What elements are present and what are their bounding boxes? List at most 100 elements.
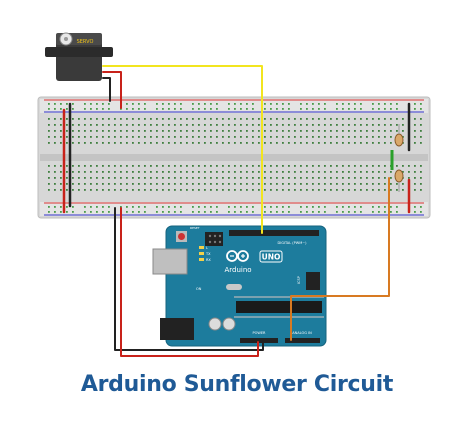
breadboard-hole	[258, 124, 260, 126]
breadboard-hole	[210, 189, 212, 191]
breadboard-hole	[84, 142, 86, 144]
breadboard-hole	[384, 211, 386, 213]
breadboard-hole	[270, 183, 272, 185]
breadboard-hole	[216, 171, 218, 173]
breadboard-hole	[264, 171, 266, 173]
breadboard-hole	[258, 118, 260, 120]
breadboard-hole	[234, 211, 236, 213]
icsp-label: ICSP	[297, 276, 301, 284]
breadboard-hole	[342, 142, 344, 144]
breadboard-hole	[336, 183, 338, 185]
breadboard-hole	[108, 118, 110, 120]
breadboard-hole	[276, 206, 278, 208]
breadboard-hole	[162, 142, 164, 144]
reset-label: RESET	[190, 226, 200, 230]
breadboard-hole	[144, 124, 146, 126]
tx-label: TX	[205, 252, 211, 256]
breadboard-hole	[288, 124, 290, 126]
breadboard-hole	[354, 136, 356, 138]
breadboard-hole	[138, 118, 140, 120]
breadboard-hole	[114, 165, 116, 167]
breadboard-hole	[54, 103, 56, 105]
breadboard-hole	[216, 142, 218, 144]
breadboard-holes	[48, 103, 422, 213]
breadboard-hole	[366, 165, 368, 167]
breadboard-hole	[204, 108, 206, 110]
breadboard-hole	[264, 130, 266, 132]
breadboard-hole	[102, 118, 104, 120]
breadboard-hole	[384, 177, 386, 179]
breadboard-hole	[90, 130, 92, 132]
breadboard-hole	[54, 108, 56, 110]
breadboard-hole	[378, 108, 380, 110]
breadboard-hole	[354, 142, 356, 144]
breadboard-hole	[246, 103, 248, 105]
breadboard-hole	[384, 189, 386, 191]
breadboard-hole	[348, 136, 350, 138]
breadboard-hole	[318, 183, 320, 185]
breadboard-hole	[48, 183, 50, 185]
breadboard-hole	[294, 171, 296, 173]
breadboard-hole	[384, 124, 386, 126]
breadboard-hole	[312, 171, 314, 173]
breadboard-hole	[258, 142, 260, 144]
breadboard-hole	[90, 171, 92, 173]
breadboard-hole	[378, 136, 380, 138]
ldr-top	[394, 133, 404, 147]
breadboard-hole	[264, 103, 266, 105]
breadboard-hole	[174, 211, 176, 213]
breadboard-hole	[414, 211, 416, 213]
breadboard-hole	[66, 183, 68, 185]
breadboard-hole	[306, 211, 308, 213]
breadboard-hole	[102, 108, 104, 110]
breadboard-hole	[294, 142, 296, 144]
breadboard-hole	[174, 206, 176, 208]
breadboard-hole	[300, 130, 302, 132]
breadboard-hole	[390, 211, 392, 213]
breadboard-hole	[108, 103, 110, 105]
breadboard-hole	[228, 108, 230, 110]
breadboard-hole	[318, 206, 320, 208]
breadboard-hole	[402, 118, 404, 120]
breadboard-hole	[360, 118, 362, 120]
breadboard-hole	[66, 189, 68, 191]
breadboard-hole	[198, 211, 200, 213]
breadboard-hole	[330, 189, 332, 191]
breadboard-hole	[342, 118, 344, 120]
breadboard-hole	[306, 118, 308, 120]
breadboard-hole	[114, 171, 116, 173]
breadboard-hole	[336, 165, 338, 167]
breadboard-hole	[132, 189, 134, 191]
breadboard-hole	[330, 142, 332, 144]
breadboard-hole	[180, 211, 182, 213]
breadboard-hole	[228, 165, 230, 167]
breadboard-hole	[126, 136, 128, 138]
breadboard-hole	[228, 142, 230, 144]
breadboard-hole	[240, 177, 242, 179]
breadboard-hole	[240, 130, 242, 132]
breadboard-hole	[168, 142, 170, 144]
breadboard-hole	[114, 118, 116, 120]
breadboard-hole	[282, 183, 284, 185]
breadboard-hole	[270, 103, 272, 105]
breadboard-hole	[204, 211, 206, 213]
breadboard-hole	[66, 103, 68, 105]
breadboard-hole	[228, 118, 230, 120]
breadboard-hole	[222, 189, 224, 191]
breadboard-hole	[204, 142, 206, 144]
breadboard-hole	[276, 124, 278, 126]
breadboard-hole	[318, 189, 320, 191]
wire-black-servo	[102, 77, 111, 102]
breadboard-hole	[60, 142, 62, 144]
breadboard-hole	[138, 136, 140, 138]
breadboard-hole	[66, 142, 68, 144]
breadboard-hole	[336, 211, 338, 213]
breadboard-hole	[48, 206, 50, 208]
breadboard-hole	[390, 183, 392, 185]
breadboard-hole	[252, 165, 254, 167]
breadboard-hole	[270, 142, 272, 144]
breadboard-hole	[138, 142, 140, 144]
breadboard-hole	[246, 124, 248, 126]
breadboard-hole	[198, 171, 200, 173]
breadboard-hole	[168, 124, 170, 126]
